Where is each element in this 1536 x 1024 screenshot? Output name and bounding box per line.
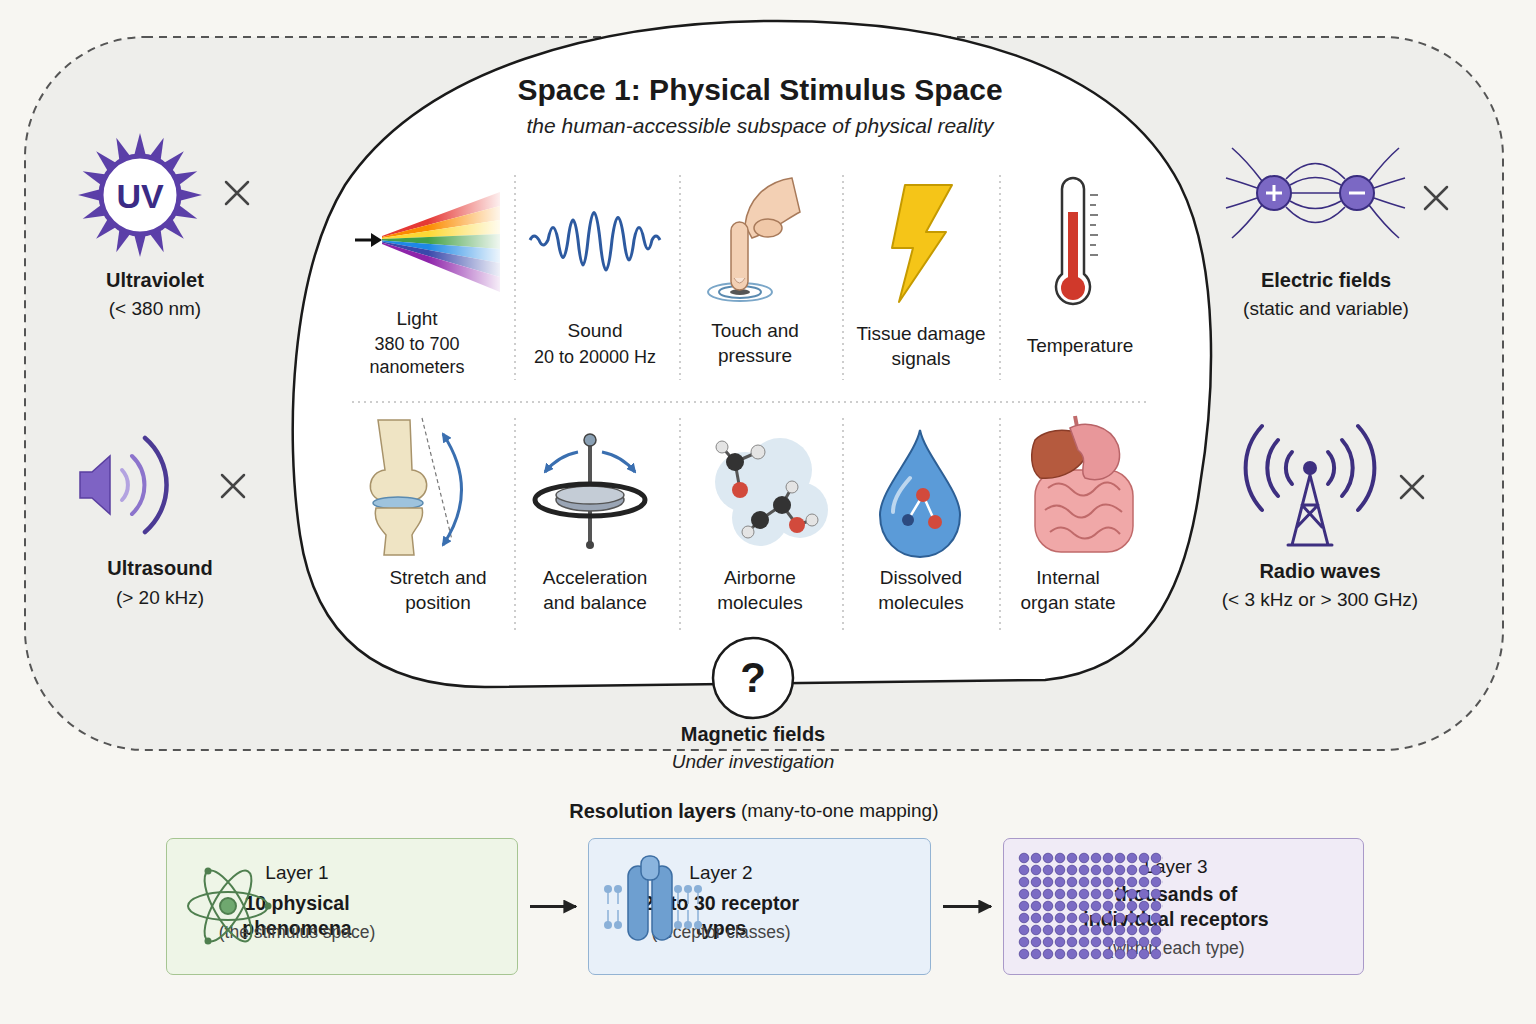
phenomenon-name: Ultrasound [50, 555, 270, 581]
electric-field-icon [1226, 198, 1257, 208]
status-note: Under investigation [648, 750, 858, 775]
phenomenon-name: Electric fields [1206, 267, 1446, 293]
section-note: (many-to-one mapping) [741, 799, 1021, 824]
phenomenon-name: Magnetic fields [648, 721, 858, 747]
electric-field-icon [1290, 201, 1341, 209]
radio-tower-icon [1288, 475, 1332, 545]
ultraviolet-icon [134, 133, 146, 156]
radio-tower-icon [1358, 426, 1374, 510]
diagram-subtitle: the human-accessible subspace of physica… [350, 112, 1170, 139]
flow-arrow [943, 905, 991, 908]
layer-name: Layer 2 [619, 861, 824, 886]
ultrasound-icon [132, 456, 144, 514]
layer-content: thousands of individual receptors [1083, 882, 1269, 933]
radio-tower-icon [1342, 440, 1353, 496]
radio-tower-icon [1303, 461, 1317, 475]
excluded-cross-mark [1401, 476, 1423, 498]
resolution-layer-box: Layer 220 to 30 receptor types(receptor … [588, 838, 931, 975]
electric-field-icon [1374, 198, 1405, 208]
electric-field-icon [1226, 178, 1257, 188]
stimulus-name: Temperature [1005, 334, 1155, 359]
ultraviolet-icon [179, 189, 202, 201]
ultraviolet-icon [101, 156, 179, 234]
icon-text: UV [100, 174, 180, 218]
ultraviolet-icon [134, 234, 146, 257]
ultraviolet-icon [134, 133, 146, 156]
ultraviolet-icon [78, 133, 202, 257]
electric-field-icon [1369, 148, 1399, 181]
ultraviolet-icon [78, 189, 101, 201]
radio-tower-icon [1267, 440, 1278, 496]
electric-field-icon [1290, 178, 1341, 186]
range-note: (< 380 nm) [45, 297, 265, 322]
magnetic-field-marker: ? Magnetic fieldsUnder investigation [648, 636, 858, 786]
electric-field-icon [1226, 148, 1405, 238]
range-note: (< 3 kHz or > 300 GHz) [1190, 588, 1450, 613]
layer-name: Layer 3 [1083, 855, 1269, 880]
electric-field-icon [1266, 185, 1365, 201]
electric-field-icon [1232, 205, 1262, 238]
question-mark: ? [713, 651, 793, 706]
marker-outline [713, 638, 793, 718]
electric-field-icon [1369, 205, 1399, 238]
range-note: (static and variable) [1206, 297, 1446, 322]
layer-note: (receptor classes) [619, 921, 824, 944]
layer-note: (the stimulus space) [190, 921, 405, 944]
layer-note: (within each type) [1083, 937, 1269, 960]
ultrasound-icon [80, 456, 110, 514]
electric-field-icon [1286, 164, 1345, 180]
range-note: (> 20 kHz) [50, 586, 270, 611]
stimulus-name: Airborne molecules [704, 566, 816, 615]
stimulus-name: Tissue damage signals [846, 322, 996, 371]
stimulus-name: Acceleration and balance [529, 566, 661, 615]
section-heading: Resolution layers [476, 798, 736, 824]
phenomenon-name: Radio waves [1190, 558, 1450, 584]
resolution-layer-box: Layer 110 physical phenomena(the stimulu… [166, 838, 518, 975]
excluded-cross-mark [222, 475, 244, 497]
ultrasound-icon [145, 438, 167, 532]
excluded-cross-mark [226, 182, 248, 204]
resolution-layer-box: Layer 3thousands of individual receptors… [1003, 838, 1364, 975]
flow-arrow [530, 905, 576, 908]
phenomenon-name: Ultraviolet [45, 267, 265, 293]
electric-field-icon [1374, 178, 1405, 188]
region-outline [293, 21, 1211, 687]
stimulus-name: Light [347, 307, 487, 332]
stimulus-name: Sound [520, 319, 670, 344]
electric-field-icon [1286, 207, 1345, 223]
radio-tower-icon [1286, 452, 1292, 484]
layer-name: Layer 1 [190, 861, 405, 886]
stimulus-name: Dissolved molecules [865, 566, 977, 615]
electric-field-icon [1291, 192, 1340, 194]
radio-tower-icon [1328, 452, 1334, 484]
ultrasound-icon [122, 470, 128, 500]
radio-tower-icon [1246, 426, 1375, 545]
range-note: 20 to 20000 Hz [520, 346, 670, 369]
excluded-cross-mark [1425, 187, 1447, 209]
diagram-title: Space 1: Physical Stimulus Space [350, 70, 1170, 109]
electric-field-icon [1232, 148, 1262, 181]
stimulus-name: Stretch and position [382, 566, 494, 615]
stimulus-name: Internal organ state [1013, 566, 1123, 615]
ultrasound-icon [80, 438, 167, 532]
radio-tower-icon [1246, 426, 1262, 510]
stimulus-name: Touch and pressure [695, 319, 815, 368]
range-note: 380 to 700 nanometers [362, 333, 472, 380]
